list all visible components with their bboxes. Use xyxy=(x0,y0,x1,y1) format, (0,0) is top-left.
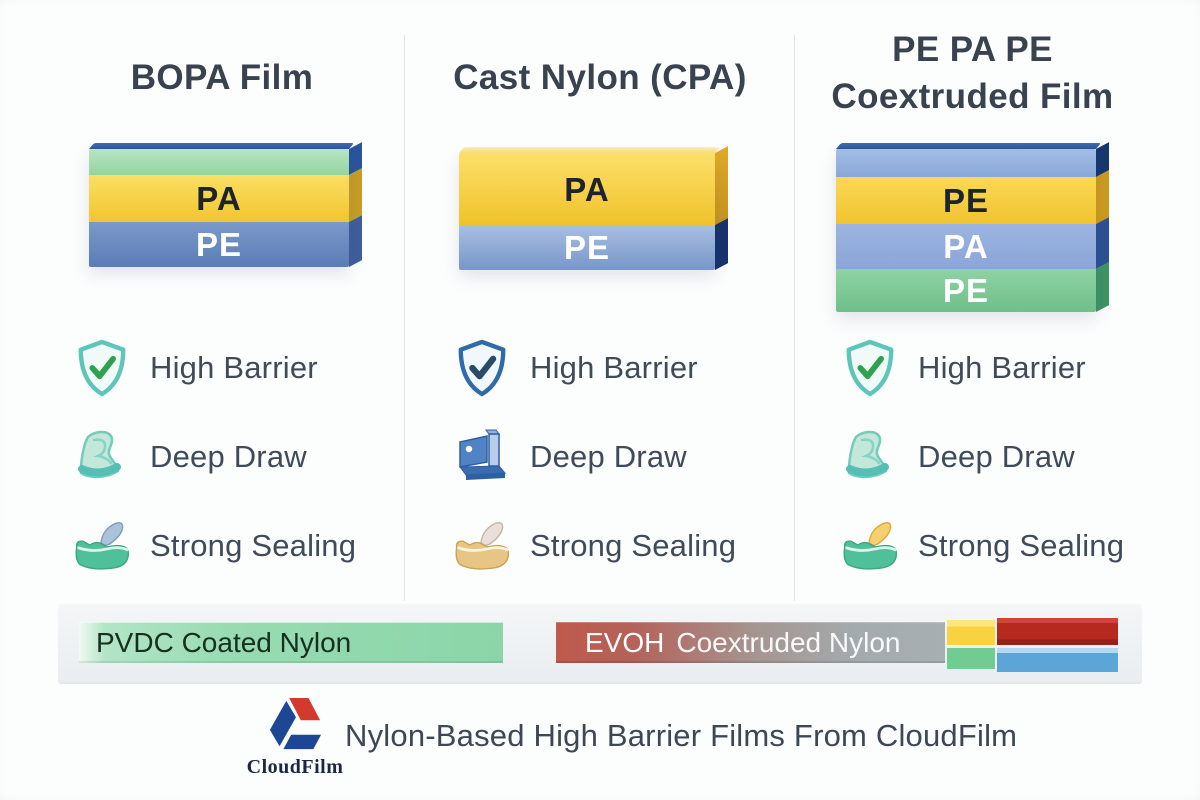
forming-tool-icon xyxy=(452,429,512,485)
shield-check-icon xyxy=(840,338,900,398)
feature-label: High Barrier xyxy=(918,350,1086,385)
cloudfilm-logo-text: CloudFilm xyxy=(246,756,344,778)
film-layer-pe-label: PE xyxy=(836,177,1096,224)
feature-high-barrier: High Barrier xyxy=(72,338,356,398)
shield-check-icon xyxy=(72,338,132,398)
thermoform-shape-icon xyxy=(72,429,132,485)
sealed-tray-icon xyxy=(72,518,132,574)
film-side-face xyxy=(349,142,362,267)
feature-label: Deep Draw xyxy=(918,439,1075,474)
film-layer-coating xyxy=(89,149,349,175)
tagline: Nylon-Based High Barrier Films From Clou… xyxy=(345,718,1018,753)
film-layer-pe-top xyxy=(836,149,1096,177)
feature-label: High Barrier xyxy=(530,350,698,385)
sealed-tray-icon xyxy=(452,518,512,574)
film-layer-pa: PA xyxy=(836,224,1096,269)
cloudfilm-logo-icon xyxy=(269,698,322,750)
feature-label: Strong Sealing xyxy=(150,528,357,563)
feature-label: High Barrier xyxy=(150,350,318,385)
feature-list: High Barrier Deep Draw xyxy=(452,338,736,605)
feature-label: Deep Draw xyxy=(530,439,687,474)
sealed-tray-icon xyxy=(840,518,900,574)
column-title: BOPA Film xyxy=(130,58,314,97)
layer-swatch-red xyxy=(997,618,1118,645)
shield-check-icon xyxy=(452,338,512,398)
pvdc-coated-nylon-bar: PVDC Coated Nylon xyxy=(79,622,503,663)
film-layer-pe: PE xyxy=(459,225,715,270)
film-side-face xyxy=(715,146,728,270)
cloudfilm-logo: CloudFilm xyxy=(247,697,343,779)
feature-strong-sealing: Strong Sealing xyxy=(452,516,736,576)
feature-label: Strong Sealing xyxy=(918,528,1125,563)
film-layer-pa: PA xyxy=(459,153,715,225)
feature-label: Deep Draw xyxy=(150,439,307,474)
feature-deep-draw: Deep Draw xyxy=(840,427,1124,487)
feature-list: High Barrier Deep Draw xyxy=(840,338,1124,605)
film-front-face: PA PE xyxy=(459,153,715,270)
film-stack-bopa: PA PE xyxy=(89,142,362,267)
film-stack-coextruded: PE PA PE xyxy=(836,142,1109,312)
feature-label: Strong Sealing xyxy=(530,528,737,563)
column-pe-pa-pe: PE PA PE Coextruded Film High Barrier xyxy=(800,0,1145,570)
column-bopa-film: BOPA Film High Barrier xyxy=(40,0,404,570)
film-layer-pe: PE xyxy=(89,222,349,267)
feature-strong-sealing: Strong Sealing xyxy=(840,516,1124,576)
film-front-face: PE PA PE xyxy=(836,149,1096,312)
column-divider xyxy=(794,35,795,601)
layer-swatch-green xyxy=(947,648,995,669)
layer-swatch-yellow xyxy=(947,620,995,645)
column-title: Cast Nylon (CPA) xyxy=(453,58,747,97)
feature-strong-sealing: Strong Sealing xyxy=(72,516,356,576)
feature-deep-draw: Deep Draw xyxy=(452,427,736,487)
film-layer-pa: PA xyxy=(89,175,349,222)
feature-high-barrier: High Barrier xyxy=(840,338,1124,398)
feature-high-barrier: High Barrier xyxy=(452,338,736,398)
feature-list: High Barrier Deep Draw xyxy=(72,338,356,605)
film-side-face xyxy=(1096,142,1109,312)
column-title: PE PA PE Coextruded Film xyxy=(831,30,1114,116)
column-divider xyxy=(404,35,405,601)
film-layer-pe-bottom: PE xyxy=(836,269,1096,312)
film-stack-cast-nylon: PA PE xyxy=(459,146,728,270)
thermoform-shape-icon xyxy=(840,429,900,485)
film-front-face: PA PE xyxy=(89,149,349,267)
layer-swatch-blue xyxy=(997,648,1118,672)
column-cast-nylon: Cast Nylon (CPA) High Barrier xyxy=(420,0,780,570)
feature-deep-draw: Deep Draw xyxy=(72,427,356,487)
